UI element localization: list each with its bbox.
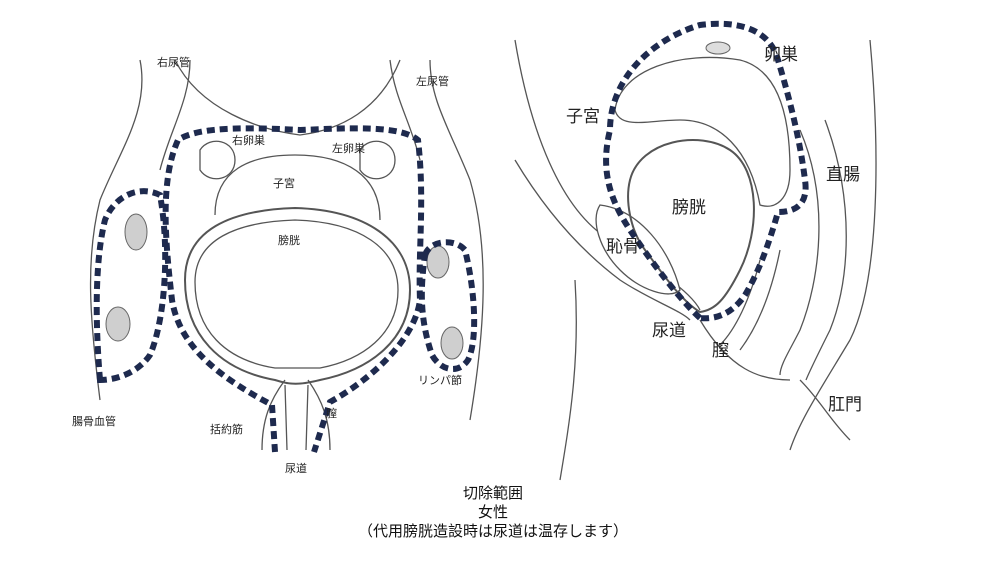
label-left-ovary: 左卵巣 (332, 142, 365, 155)
label-iliac-vessels: 腸骨血管 (72, 415, 116, 428)
label-rectum: 直腸 (826, 165, 860, 185)
label-urethra-front: 尿道 (285, 462, 307, 475)
label-urethra-side: 尿道 (652, 321, 686, 341)
label-lymph-node: リンパ節 (418, 374, 462, 387)
label-vagina-front: 膣 (326, 407, 337, 420)
label-right-ovary: 右卵巣 (232, 134, 265, 147)
resection-outline-front (93, 125, 478, 453)
label-sphincter: 括約筋 (210, 423, 243, 436)
ovary-shape (705, 41, 731, 55)
lymph-node (105, 306, 131, 342)
label-anus: 肛門 (828, 395, 862, 415)
resection-outline-side (603, 20, 809, 322)
lymph-node (124, 213, 148, 251)
label-ovary-side: 卵巣 (764, 45, 798, 65)
caption-title: 切除範囲 (462, 484, 523, 502)
label-bladder-front: 膀胱 (278, 234, 300, 247)
lymph-node (440, 326, 464, 360)
caption-note: （代用膀胱造設時は尿道は温存します） (357, 522, 628, 540)
label-uterus-front: 子宮 (273, 177, 295, 190)
caption-sex: 女性 (477, 503, 508, 521)
label-vagina-side: 膣 (712, 341, 729, 361)
label-pubic-bone: 恥骨 (606, 237, 640, 257)
side-view-anatomy (514, 39, 877, 481)
label-uterus-side: 子宮 (566, 107, 600, 127)
caption: 切除範囲 女性 （代用膀胱造設時は尿道は温存します） (0, 484, 986, 541)
label-bladder-side: 膀胱 (672, 198, 706, 218)
label-right-ureter: 右尿管 (157, 56, 190, 69)
label-left-ureter: 左尿管 (416, 75, 449, 88)
